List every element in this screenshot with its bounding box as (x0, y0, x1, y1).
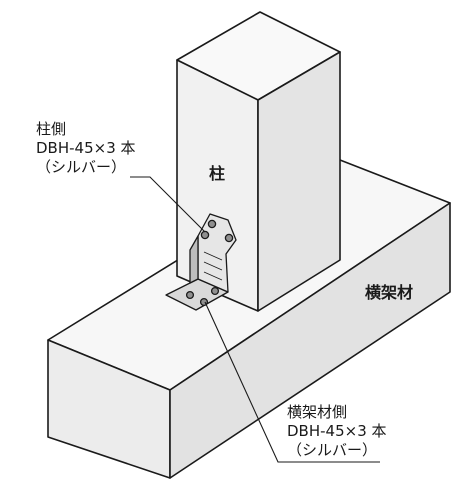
screw-post-1 (207, 219, 217, 229)
bracket-hatch-3 (203, 271, 223, 281)
beam-label: 横架材 (365, 283, 414, 302)
leader-lines (130, 176, 380, 463)
screw-beam-3 (210, 286, 220, 296)
beam-side-leader (204, 301, 380, 463)
bracket-folded-edge (189, 235, 199, 284)
post-side-title: 柱側 (36, 120, 67, 138)
beam-side-finish: （シルバー） (287, 441, 378, 459)
bracket-hatch-2 (203, 261, 223, 271)
screw-beam-1 (185, 290, 195, 300)
post-side-leader (130, 176, 206, 233)
screw-post-2 (200, 230, 210, 240)
screw-post-3 (224, 233, 234, 243)
beam-side-callout: 横架材側 DBH-45×3 本 （シルバー） (287, 403, 387, 460)
post-side-spec: DBH-45×3 本 (36, 139, 136, 157)
post-side-face (257, 51, 341, 312)
post (176, 11, 341, 312)
pillar-label: 柱 (209, 164, 226, 183)
beam-side-title: 横架材側 (287, 403, 348, 421)
bracket (165, 213, 237, 311)
beam-side-face (169, 202, 451, 479)
post-side-callout: 柱側 DBH-45×3 本 （シルバー） (36, 120, 136, 177)
bracket-hatch-1 (203, 251, 223, 261)
beam-side-spec: DBH-45×3 本 (287, 422, 387, 440)
post-side-finish: （シルバー） (36, 158, 127, 176)
